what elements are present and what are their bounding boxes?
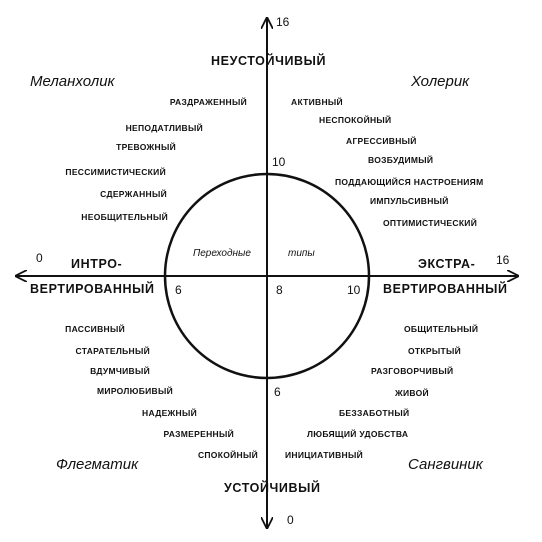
extroverted-label-line2: ВЕРТИРОВАННЫЙ xyxy=(383,282,508,296)
right-axis-value: 16 xyxy=(496,253,510,267)
trait-lower-right: БЕЗЗАБОТНЫЙ xyxy=(339,408,410,418)
temperament-sanguine: Сангвиник xyxy=(408,456,483,473)
trait-lower-left: СТАРАТЕЛЬНЫЙ xyxy=(75,346,150,356)
trait-upper-left: НЕОБЩИТЕЛЬНЫЙ xyxy=(81,212,168,222)
trait-lower-left: ПАССИВНЫЙ xyxy=(65,324,125,334)
trait-lower-left: НАДЕЖНЫЙ xyxy=(142,408,197,418)
trait-upper-right: ИМПУЛЬСИВНЫЙ xyxy=(370,196,449,206)
trait-lower-right: ОБЩИТЕЛЬНЫЙ xyxy=(404,324,479,334)
trait-lower-right: ЛЮБЯЩИЙ УДОБСТВА xyxy=(307,429,409,439)
top-axis-value: 16 xyxy=(276,15,290,29)
trait-upper-right: АКТИВНЫЙ xyxy=(291,97,343,107)
circle-left-value: 6 xyxy=(175,283,182,297)
trait-upper-right: ПОДДАЮЩИЙСЯ НАСТРОЕНИЯМ xyxy=(335,177,484,187)
trait-lower-right: ЖИВОЙ xyxy=(395,388,429,398)
trait-upper-right: АГРЕССИВНЫЙ xyxy=(346,136,417,146)
trait-lower-left: МИРОЛЮБИВЫЙ xyxy=(97,386,173,396)
unstable-label: НЕУСТОЙЧИВЫЙ xyxy=(211,54,327,68)
trait-upper-right: ОПТИМИСТИЧЕСКИЙ xyxy=(383,218,478,228)
circle-bottom-value: 6 xyxy=(274,385,281,399)
transitional-label-right: типы xyxy=(288,248,315,259)
trait-lower-right: ОТКРЫТЫЙ xyxy=(408,346,462,356)
trait-upper-left: ПЕССИМИСТИЧЕСКИЙ xyxy=(65,167,166,177)
trait-upper-right: НЕСПОКОЙНЫЙ xyxy=(319,115,392,125)
circle-center-value: 8 xyxy=(276,283,283,297)
trait-lower-left: ВДУМЧИВЫЙ xyxy=(90,366,150,376)
trait-lower-right: ИНИЦИАТИВНЫЙ xyxy=(285,450,363,460)
trait-lower-left: СПОКОЙНЫЙ xyxy=(197,450,258,460)
trait-lower-right: РАЗГОВОРЧИВЫЙ xyxy=(371,366,454,376)
introverted-label-line1: ИНТРО- xyxy=(71,257,123,271)
trait-upper-left: ТРЕВОЖНЫЙ xyxy=(116,142,176,152)
stable-label: УСТОЙЧИВЫЙ xyxy=(224,481,321,495)
introverted-label-line2: ВЕРТИРОВАННЫЙ xyxy=(30,282,155,296)
extroverted-label-line1: ЭКСТРА- xyxy=(418,257,476,271)
temperament-melancholic: Меланхолик xyxy=(30,73,115,90)
circle-top-value: 10 xyxy=(272,155,286,169)
transitional-label-left: Переходные xyxy=(193,248,251,259)
trait-lower-left: РАЗМЕРЕННЫЙ xyxy=(163,429,234,439)
trait-upper-left: РАЗДРАЖЕННЫЙ xyxy=(169,97,247,107)
trait-upper-left: СДЕРЖАННЫЙ xyxy=(100,189,167,199)
trait-upper-left: НЕПОДАТЛИВЫЙ xyxy=(125,123,203,133)
left-axis-value: 0 xyxy=(36,251,43,265)
circle-right-value: 10 xyxy=(347,283,361,297)
trait-upper-right: ВОЗБУДИМЫЙ xyxy=(368,155,434,165)
bottom-axis-value: 0 xyxy=(287,513,294,527)
temperament-choleric: Холерик xyxy=(411,73,470,90)
temperament-phlegmatic: Флегматик xyxy=(56,456,139,473)
transition-circle xyxy=(163,172,371,380)
